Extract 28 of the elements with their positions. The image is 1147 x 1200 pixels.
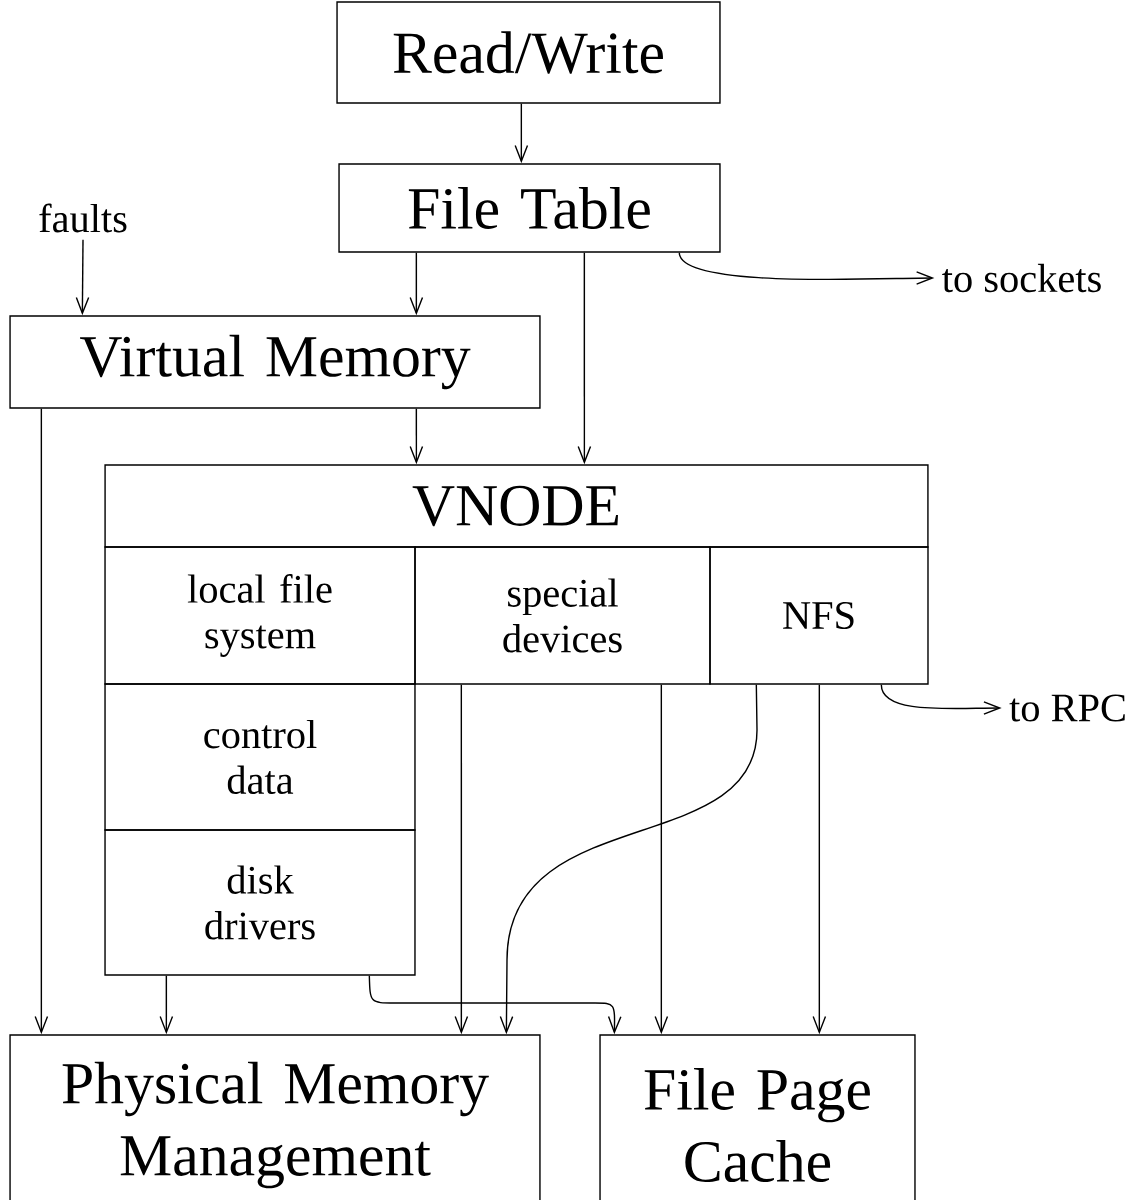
arrow [34,408,49,1035]
arrow [577,252,592,465]
arrow [812,684,827,1035]
text-label: to sockets [942,263,1101,293]
text-label: to RPC [1009,694,1125,722]
arrow [409,252,424,316]
table-cell: NFS [709,546,929,685]
text-label: faults [39,203,127,233]
arrow [368,975,622,1035]
arrow [159,975,174,1035]
arrow [654,684,669,1035]
arrow [880,684,1002,715]
process-box: File Table [338,163,721,253]
arrow [514,103,529,164]
arrow [678,252,935,285]
header-cell: VNODE [104,464,929,548]
table-cell: control data [104,683,416,831]
table-cell: special devices [414,546,711,685]
process-box: File Page Cache [599,1034,916,1200]
arrow [454,684,469,1035]
process-box: Physical Memory Management [9,1034,541,1200]
process-box: Read/Write [336,1,721,104]
arrow [409,408,424,465]
table-cell: disk drivers [104,829,416,976]
arrow [499,684,758,1035]
arrow [75,239,90,316]
table-cell: local file system [104,546,416,685]
process-box: Virtual Memory [9,315,541,409]
